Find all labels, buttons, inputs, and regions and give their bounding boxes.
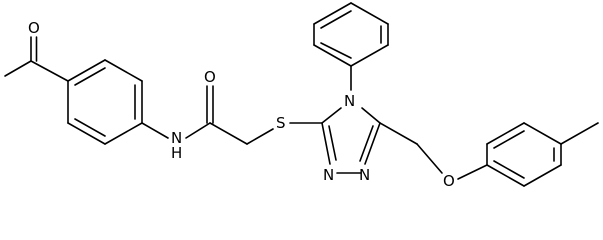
benzene-ring-left bbox=[67, 59, 143, 145]
bond-ring-methyl bbox=[560, 122, 599, 145]
ring-left-bond-4 bbox=[104, 122, 143, 145]
atom-label-o-acetyl: O bbox=[28, 19, 40, 37]
ether-linker bbox=[379, 122, 488, 180]
triazole-bond-n2-c3-double bbox=[328, 125, 337, 161]
acetyl-group bbox=[4, 36, 69, 82]
ring-right-bond-2 bbox=[486, 122, 525, 145]
bond-c5-ch2 bbox=[379, 122, 418, 145]
bond-o-ring bbox=[457, 164, 488, 180]
phenyl-ring-top bbox=[313, 2, 389, 91]
ring-right-double-1 bbox=[493, 130, 525, 149]
triazole-ring bbox=[321, 107, 381, 174]
phenyl-bond-1 bbox=[350, 44, 389, 67]
ring-left-bond-5 bbox=[67, 122, 106, 145]
ring-right-bond-3 bbox=[523, 122, 562, 145]
phenyl-double-2 bbox=[320, 10, 352, 29]
triazole-bond-c5-n1 bbox=[364, 122, 381, 165]
triazole-bond-n2-c3 bbox=[321, 122, 331, 165]
chemical-structure-diagram: O N H O S N N N O bbox=[4, 2, 599, 190]
ring-left-bond-1 bbox=[67, 59, 106, 82]
atom-label-o-amide: O bbox=[204, 68, 216, 86]
atom-labels: O N H O S N N N O bbox=[28, 19, 455, 190]
ring-right-double-3 bbox=[493, 160, 525, 179]
atom-label-h-amide: H bbox=[171, 144, 182, 162]
bond-n-carbonyl bbox=[185, 122, 211, 139]
triazole-bond-c3-n4 bbox=[321, 107, 342, 124]
amide-linker bbox=[141, 85, 323, 145]
ring-left-bond-2 bbox=[104, 59, 143, 82]
bond-carbonyl-ring bbox=[30, 60, 69, 82]
phenyl-bond-3 bbox=[350, 2, 389, 25]
atom-label-n1: N bbox=[359, 166, 370, 184]
ring-right-bond-6 bbox=[486, 164, 525, 187]
phenyl-double-3 bbox=[320, 42, 352, 59]
ring-left-double-1 bbox=[74, 67, 106, 86]
bond-ch2-o bbox=[416, 143, 443, 174]
bond-methyl-carbonyl bbox=[4, 60, 32, 77]
atom-label-n2: N bbox=[323, 166, 334, 184]
bond-ring-n bbox=[141, 122, 169, 139]
benzene-ring-right bbox=[486, 122, 599, 187]
atom-label-n-amide: N bbox=[171, 129, 182, 147]
bond-carbonyl-ch2 bbox=[209, 122, 248, 145]
bond-ch2-s bbox=[246, 128, 274, 145]
atom-label-n4: N bbox=[344, 92, 355, 110]
ring-right-bond-5 bbox=[523, 164, 562, 187]
atom-label-o-ether: O bbox=[443, 172, 455, 190]
phenyl-bond-6 bbox=[313, 44, 352, 67]
triazole-bond-n4-c5 bbox=[361, 107, 381, 124]
atom-label-s: S bbox=[276, 114, 286, 132]
phenyl-bond-4 bbox=[313, 2, 352, 25]
ring-left-double-3 bbox=[74, 118, 106, 137]
triazole-bond-c5-n1-double bbox=[359, 125, 374, 162]
